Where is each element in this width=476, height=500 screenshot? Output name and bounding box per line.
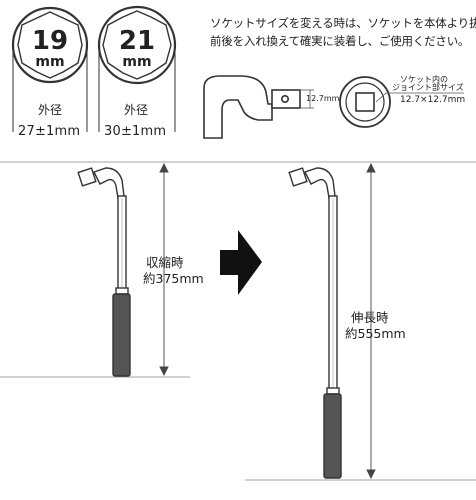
socket-21-dimension: 30±1mm	[104, 124, 167, 139]
extended-length-arrow	[366, 162, 376, 480]
socket-19-size: 19	[31, 26, 69, 56]
extended-length-label: 約555mm	[345, 326, 406, 341]
socket-21-unit: mm	[122, 54, 152, 70]
socket-21-size: 21	[118, 26, 156, 56]
instruction-line-2: 前後を入れ換えて確実に装着し、ご使用ください。	[210, 34, 470, 48]
arm-dimension-lines	[300, 89, 314, 109]
arm-dimension-label: 12.7mm	[306, 94, 340, 103]
retracted-length-label: 約375mm	[143, 271, 204, 286]
socket-19-unit: mm	[35, 54, 65, 70]
retracted-length-arrow	[159, 162, 169, 377]
socket-end-view	[339, 76, 464, 128]
length-guide-lines	[0, 161, 476, 481]
joint-caption-value: 12.7×12.7mm	[400, 95, 466, 105]
l-joint-piece	[203, 75, 301, 139]
socket-width-ticks	[12, 50, 176, 132]
joint-caption-line-1: ソケット内の	[400, 75, 448, 84]
socket-21-label: 外径	[124, 103, 149, 117]
socket-19-dimension: 27±1mm	[18, 124, 81, 139]
joint-caption-line-2: ジョイント部サイズ	[392, 83, 464, 92]
extended-wrench	[288, 167, 342, 479]
retracted-wrench	[77, 167, 131, 377]
transition-arrow	[220, 230, 262, 295]
socket-21-outline	[97, 5, 177, 85]
retracted-state-label: 収縮時	[146, 255, 184, 270]
instruction-line-1: ソケットサイズを変える時は、ソケットを本体より抜き	[210, 16, 476, 30]
socket-19-outline	[11, 6, 89, 84]
extended-state-label: 伸長時	[351, 310, 389, 325]
socket-19-label: 外径	[38, 103, 63, 117]
